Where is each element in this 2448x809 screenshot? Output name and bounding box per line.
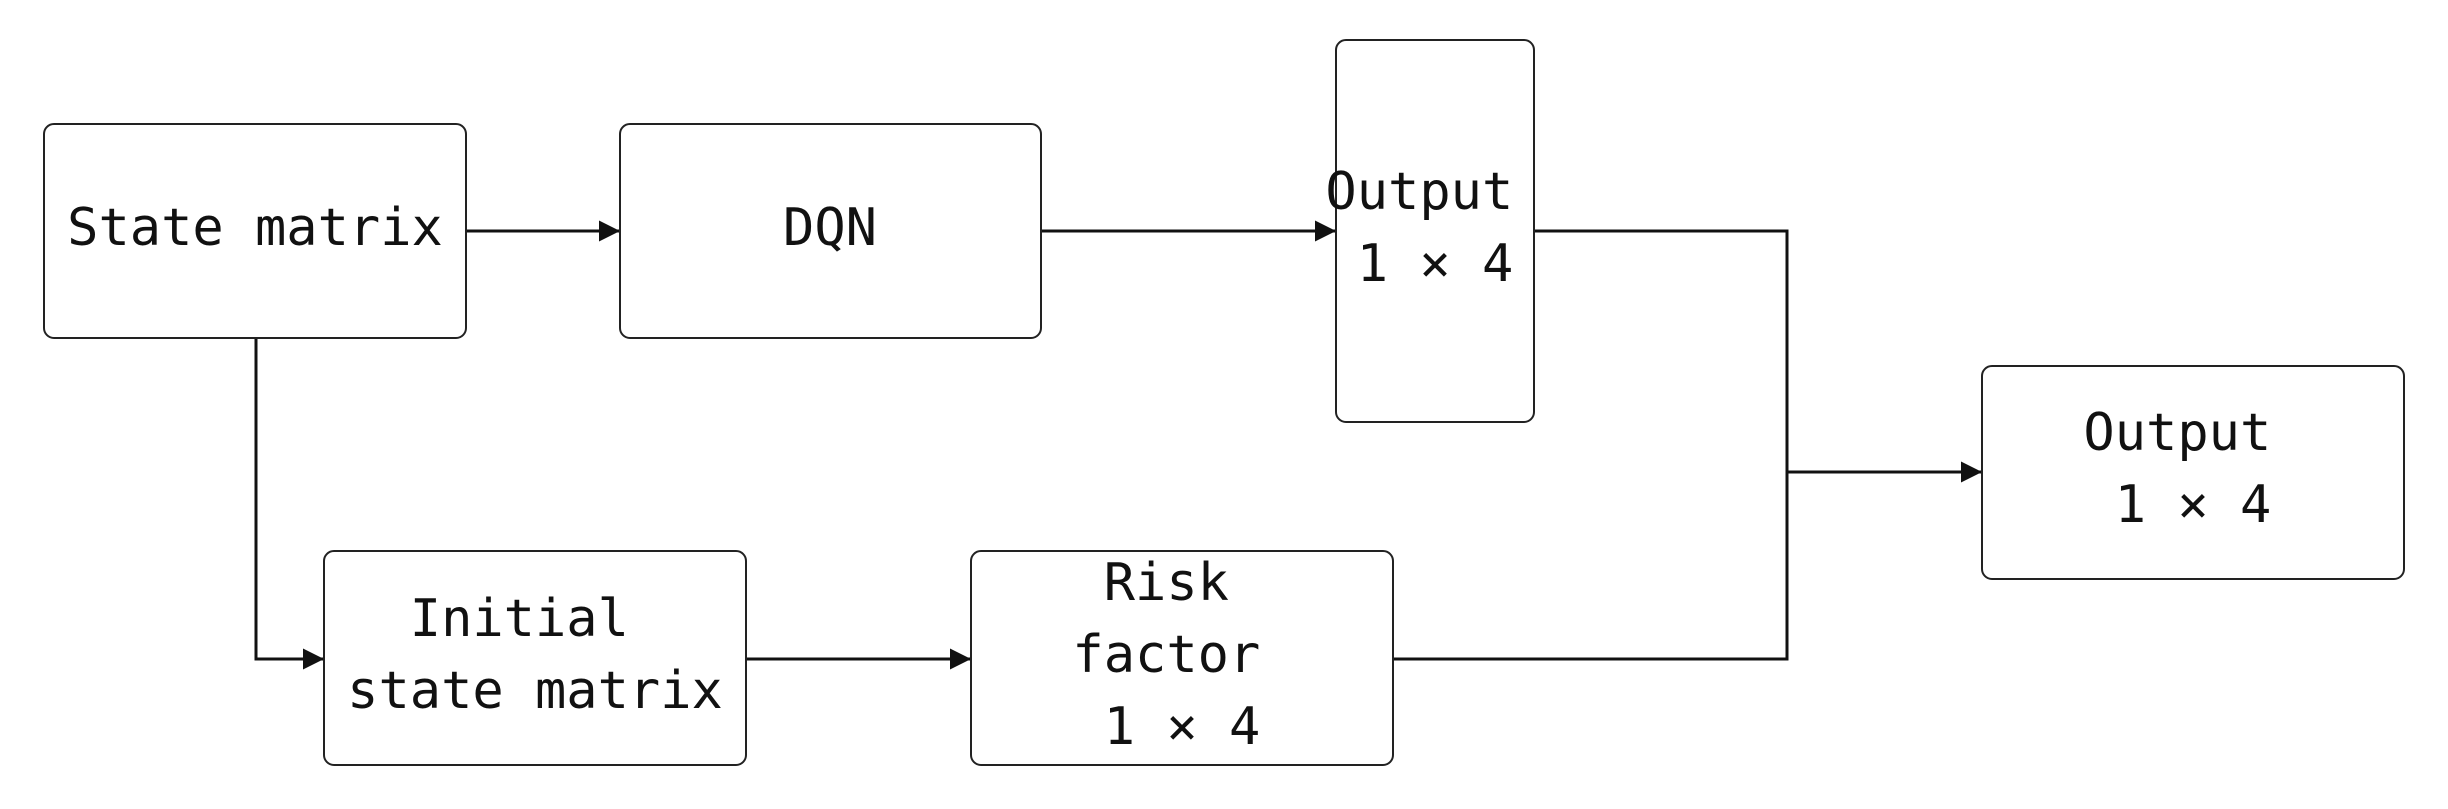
edge-output-top-to-final [1534, 229, 1982, 483]
edge-risk-to-final [1393, 472, 1789, 661]
edge-state-to-initial [254, 338, 324, 670]
svg-text:Output 1 × 4: Output 1 × 4 [2083, 403, 2302, 535]
node-output-final-text-1: 1 × 4 [2115, 475, 2272, 535]
node-output-top: Output 1 × 4 [1325, 39, 1544, 423]
svg-text:DQN: DQN [783, 198, 877, 258]
node-risk-factor-text-0: Risk [1104, 553, 1229, 613]
svg-text:State matrix: State matrix [67, 198, 443, 258]
node-initial-state-matrix-text-1: state matrix [347, 661, 723, 721]
node-risk-factor-text-1: factor [1072, 625, 1260, 685]
node-initial-state-matrix: Initial state matrix [323, 550, 747, 766]
node-dqn-text-0: DQN [783, 198, 877, 258]
node-initial-state-matrix-text-0: Initial [410, 589, 629, 649]
svg-text:Risk factor 1 × 4: Risk factor 1 × 4 [1072, 553, 1291, 757]
node-output-final-text-0: Output [2083, 403, 2271, 463]
node-state-matrix-text-0: State matrix [67, 198, 443, 258]
node-risk-factor: Risk factor 1 × 4 [970, 550, 1394, 766]
svg-text:Initial state matrix: Initial state matrix [347, 589, 723, 721]
node-state-matrix: State matrix [43, 123, 467, 339]
svg-text:Output 1 × 4: Output 1 × 4 [1325, 162, 1544, 294]
node-output-top-text-1: 1 × 4 [1357, 234, 1514, 294]
node-output-final: Output 1 × 4 [1981, 365, 2405, 580]
node-output-top-text-0: Output [1325, 162, 1513, 222]
node-dqn: DQN [619, 123, 1042, 339]
node-risk-factor-text-2: 1 × 4 [1104, 697, 1261, 757]
